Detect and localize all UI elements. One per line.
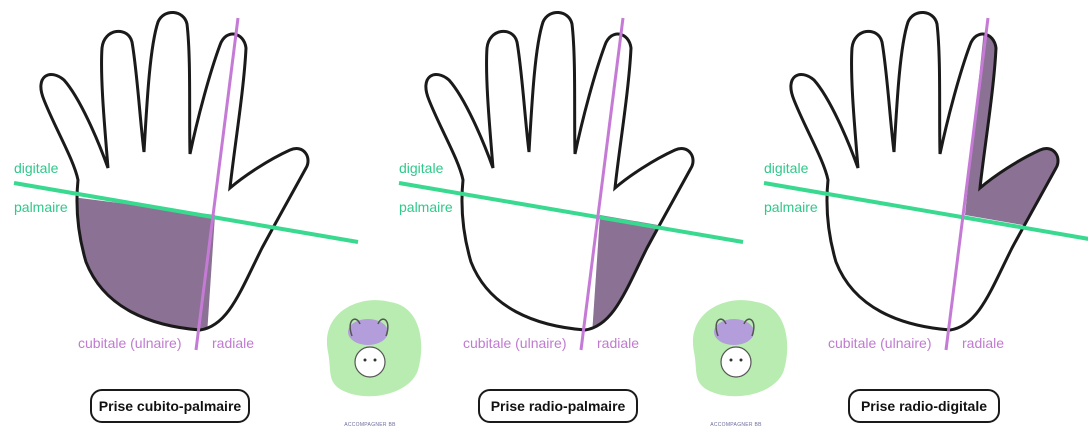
hand-panel-1 [0, 12, 358, 439]
label-cubitale: cubitale (ulnaire) [463, 336, 567, 350]
logo-text: ACCOMPAGNER BB [322, 422, 418, 428]
label-radiale: radiale [597, 336, 639, 350]
label-palmaire: palmaire [399, 200, 453, 214]
label-palmaire: palmaire [14, 200, 68, 214]
label-radiale: radiale [212, 336, 254, 350]
hand-panel-3 [764, 0, 1088, 350]
logo-text: ACCOMPAGNER BB [688, 422, 784, 428]
label-digitale: digitale [764, 161, 808, 175]
logo: ACCOMPAGNER BB [322, 336, 418, 432]
label-cubitale: cubitale (ulnaire) [78, 336, 182, 350]
caption-box: Prise cubito-palmaire [90, 389, 250, 423]
caption-box: Prise radio-digitale [848, 389, 1000, 423]
caption-box: Prise radio-palmaire [478, 389, 638, 423]
shaded-radial-fingers [965, 0, 1088, 247]
label-radiale: radiale [962, 336, 1004, 350]
label-digitale: digitale [14, 161, 58, 175]
label-digitale: digitale [399, 161, 443, 175]
label-cubitale: cubitale (ulnaire) [828, 336, 932, 350]
label-palmaire: palmaire [764, 200, 818, 214]
logo: ACCOMPAGNER BB [688, 336, 784, 432]
